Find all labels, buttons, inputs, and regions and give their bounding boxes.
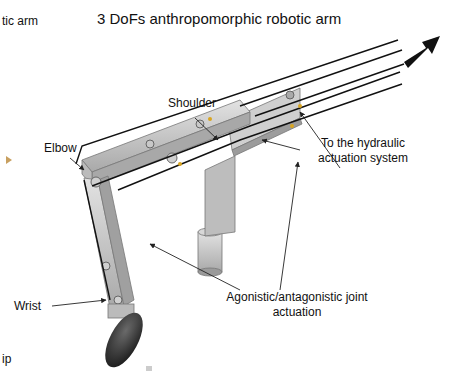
cropped-heading: tic arm	[2, 14, 62, 29]
leader-lines	[52, 112, 340, 306]
cable-clamps	[178, 104, 302, 166]
part-label: Elbow	[44, 141, 94, 156]
cropped-text: ip	[2, 352, 32, 367]
figure-title: 3 DoFs anthropomorphic robotic arm	[97, 10, 341, 28]
part-label: Shoulder	[168, 96, 238, 111]
direction-arrow	[404, 36, 440, 68]
forearm-link	[84, 176, 134, 308]
callout-label: To the hydraulic actuation system	[304, 136, 422, 166]
upper-arm-link	[82, 100, 250, 186]
callout-label: Agonistic/antagonistic joint actuation	[212, 290, 382, 320]
bullet-mark	[6, 156, 12, 164]
part-label: Wrist	[14, 299, 58, 314]
scrap-mark	[146, 366, 152, 371]
tendon-cables	[76, 40, 404, 300]
gripper	[98, 304, 151, 371]
